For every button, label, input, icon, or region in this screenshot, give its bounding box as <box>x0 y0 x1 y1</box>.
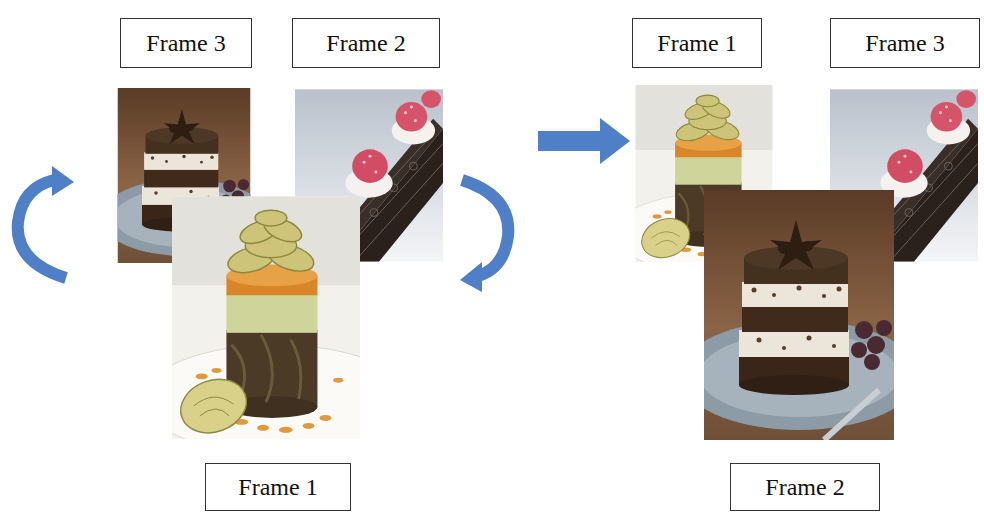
arrow-head <box>600 118 630 164</box>
frame-label-box: Frame 1 <box>205 463 351 511</box>
transition-arrow <box>538 131 602 151</box>
arrow-head <box>52 166 74 196</box>
dessert-photo <box>142 196 409 453</box>
curved-arrow <box>462 180 508 276</box>
frame-label-box: Frame 3 <box>830 18 980 68</box>
cake-photo <box>679 190 919 440</box>
frame-label-box: Frame 2 <box>292 18 440 68</box>
frame-label-box: Frame 2 <box>730 463 880 511</box>
frame-label: Frame 1 <box>657 30 736 56</box>
frame-label: Frame 2 <box>765 474 844 500</box>
frame-label: Frame 3 <box>865 30 944 56</box>
curved-arrow <box>18 180 66 278</box>
frame-label-box: Frame 1 <box>632 18 762 68</box>
frame-label: Frame 1 <box>238 474 317 500</box>
frame-label: Frame 3 <box>146 30 225 56</box>
arrow-head <box>460 262 482 292</box>
frame-label-box: Frame 3 <box>120 18 252 68</box>
frame-label: Frame 2 <box>326 30 405 56</box>
